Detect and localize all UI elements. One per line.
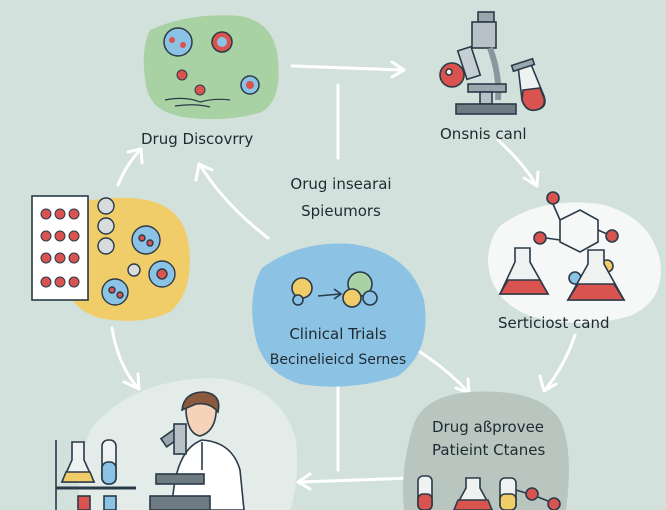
top-right-stage-label: Onsnis canl bbox=[440, 125, 527, 143]
arrow-right bbox=[543, 333, 577, 392]
arrow-bottom bbox=[298, 476, 414, 484]
hub-molecule-icon bbox=[291, 271, 378, 308]
arrow-center-up bbox=[198, 163, 270, 240]
scientist-icon bbox=[149, 391, 245, 510]
arrow-center-up-head bbox=[194, 162, 214, 182]
bottom-left-blob bbox=[79, 378, 298, 510]
sample-grid-icon bbox=[31, 195, 89, 301]
microscope-icon bbox=[439, 11, 517, 115]
arrow-right-head bbox=[538, 374, 558, 393]
arrow-center-right bbox=[418, 350, 470, 394]
test-tube-icon bbox=[510, 57, 546, 112]
right-stage-label: Serticiost cand bbox=[498, 314, 610, 332]
arrow-top bbox=[290, 64, 404, 72]
arrow-left-head bbox=[122, 372, 141, 391]
bottom-right-blob bbox=[403, 391, 569, 510]
molecule-flask-icon bbox=[498, 191, 626, 301]
lab-glassware-icon bbox=[55, 439, 136, 510]
hub-label-1: Clinical Trials bbox=[289, 325, 387, 343]
arrow-top-head bbox=[390, 60, 406, 79]
yellow-blob bbox=[58, 197, 190, 321]
arrow-up-left-head bbox=[126, 147, 144, 165]
discovery-label: Drug Discovrry bbox=[141, 130, 254, 148]
flask-row-icon bbox=[417, 475, 561, 510]
hub-blob bbox=[252, 243, 426, 387]
arrow-top-right bbox=[496, 138, 538, 187]
hub-stage bbox=[252, 243, 426, 387]
cycle-arrows bbox=[110, 60, 577, 491]
hub-label-2: Becinelieicd Sernes bbox=[269, 352, 407, 368]
bottom-right-stage-label-1: Drug aßprovee bbox=[432, 418, 545, 436]
cells-icon bbox=[163, 27, 260, 108]
center-upper-label-1: Orug insearai bbox=[290, 175, 392, 193]
discovery-stage bbox=[143, 15, 279, 120]
arrow-left bbox=[110, 326, 140, 390]
yellow-stage bbox=[31, 195, 190, 321]
arrow-top-right-head bbox=[522, 170, 540, 188]
center-upper-label-2: Spieumors bbox=[301, 202, 381, 220]
bottom-left-stage bbox=[55, 378, 298, 510]
arrow-up-left bbox=[116, 148, 142, 187]
right-stage bbox=[488, 191, 661, 323]
discovery-blob bbox=[143, 15, 279, 120]
arrow-bottom-head bbox=[296, 472, 312, 491]
bottom-right-stage bbox=[403, 391, 569, 510]
petri-dishes-icon bbox=[97, 197, 176, 306]
bottom-right-stage-label-2: Patieint Ctanes bbox=[432, 441, 546, 459]
